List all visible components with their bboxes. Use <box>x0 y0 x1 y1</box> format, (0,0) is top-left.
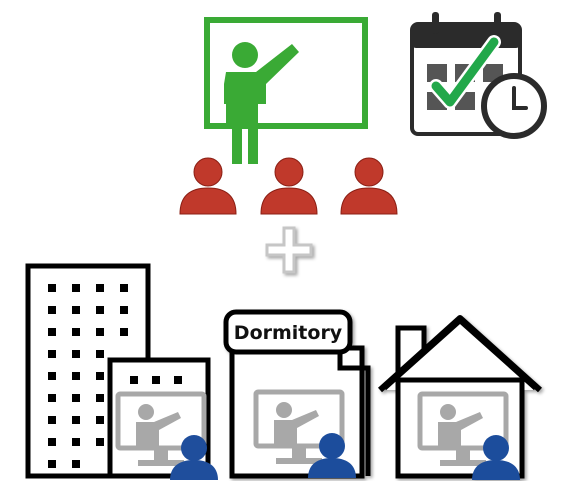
dormitory-building-icon <box>223 309 371 478</box>
plus-icon <box>265 226 313 274</box>
office-building-icon <box>25 263 218 480</box>
audience-icon <box>179 157 398 215</box>
calendar-check-clock-icon <box>410 12 547 139</box>
dormitory-sign: Dormitory <box>234 322 343 344</box>
house-icon <box>377 315 543 480</box>
teacher-at-board-icon <box>204 17 368 164</box>
